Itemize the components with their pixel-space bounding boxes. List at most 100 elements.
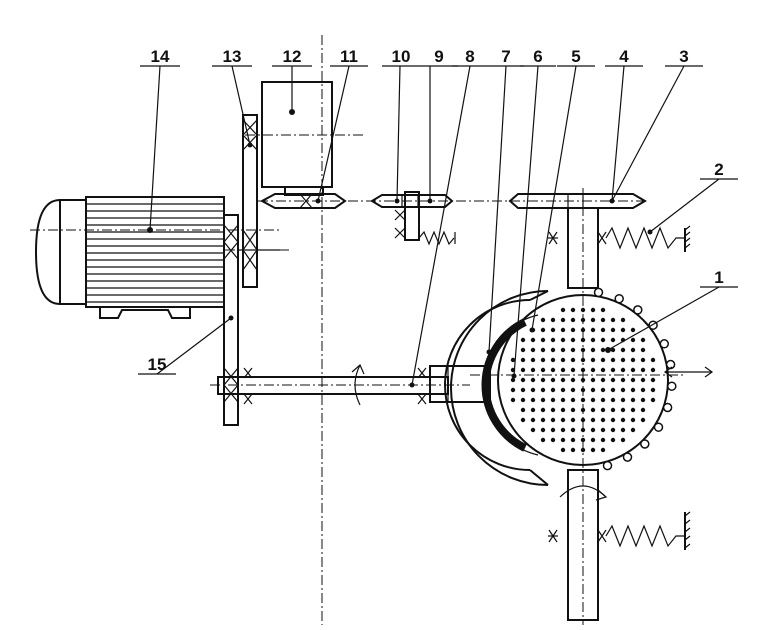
drum-hole (520, 417, 526, 423)
center-lines (30, 35, 685, 625)
drum-hole (610, 317, 616, 323)
drum-hole (610, 347, 616, 353)
drum-hole (590, 397, 596, 403)
drum-hole (640, 387, 646, 393)
drum-hole (540, 337, 546, 343)
drum-hole (580, 397, 586, 403)
label-13: 13 (223, 47, 242, 66)
drum-hole (590, 447, 596, 453)
drum-hole (560, 387, 566, 393)
drum-teeth (593, 287, 677, 471)
drum-hole (540, 317, 546, 323)
drum-hole (560, 337, 566, 343)
drum-hole (610, 417, 616, 423)
drum-hole (560, 317, 566, 323)
drum-hole (630, 357, 636, 363)
drum-hole (520, 377, 526, 383)
drum-hole (570, 397, 576, 403)
drum-hole (580, 437, 586, 443)
drum-tooth (662, 402, 673, 413)
label-2: 2 (714, 160, 723, 179)
drum-hole (590, 437, 596, 443)
drum-tooth (653, 422, 664, 432)
drum-hole (560, 367, 566, 373)
drum-hole (620, 407, 626, 413)
drum-hole (540, 367, 546, 373)
drum-hole (650, 357, 656, 363)
drum-hole (560, 377, 566, 383)
drum-hole (550, 327, 556, 333)
drum-hole (560, 397, 566, 403)
drum-hole (630, 387, 636, 393)
drum-hole (580, 347, 586, 353)
label-11: 11 (340, 47, 358, 66)
drum-hole (610, 327, 616, 333)
drum-hole (640, 347, 646, 353)
drum-hole (570, 327, 576, 333)
drum-hole (530, 357, 536, 363)
drum-hole (550, 367, 556, 373)
drum-hole (550, 407, 556, 413)
drum-hole (610, 407, 616, 413)
drum-hole (530, 417, 536, 423)
drum-hole (600, 427, 606, 433)
label-7: 7 (501, 47, 510, 66)
drum-hole (580, 447, 586, 453)
drum-hole (640, 367, 646, 373)
drum-hole (570, 317, 576, 323)
drum-hole (650, 367, 656, 373)
drum-hole (610, 387, 616, 393)
drum-hole (590, 347, 596, 353)
label-9: 9 (434, 47, 443, 66)
drum-hole (640, 357, 646, 363)
drum-hole (550, 377, 556, 383)
drum-hole (610, 427, 616, 433)
drum-hole (620, 417, 626, 423)
drum-hole (580, 387, 586, 393)
drum-hole (540, 397, 546, 403)
drum-hole (560, 327, 566, 333)
drum-hole (610, 337, 616, 343)
drum-hole (560, 347, 566, 353)
drum-tooth (593, 287, 604, 298)
label-1: 1 (714, 268, 723, 287)
drum-hole (570, 447, 576, 453)
label-15: 15 (148, 355, 167, 374)
drum-hole (600, 437, 606, 443)
drum-hole (620, 397, 626, 403)
drum-hole (580, 377, 586, 383)
drum-hole (600, 397, 606, 403)
drum-hole (520, 407, 526, 413)
drum-hole (520, 397, 526, 403)
drum-hole (570, 377, 576, 383)
drum-hole (620, 437, 626, 443)
drum-hole (580, 337, 586, 343)
label-6: 6 (533, 47, 542, 66)
drum-hole (530, 347, 536, 353)
drum-tooth (659, 339, 670, 349)
drum-hole (650, 377, 656, 383)
drum-hole (530, 337, 536, 343)
drum-hole (630, 377, 636, 383)
drum-hole (590, 387, 596, 393)
drum-hole (550, 337, 556, 343)
label-10: 10 (392, 47, 411, 66)
drum-hole (530, 377, 536, 383)
drum-hole (520, 347, 526, 353)
drum-hole (620, 387, 626, 393)
drum-hole (570, 357, 576, 363)
drum-hole (620, 347, 626, 353)
drum-hole (600, 357, 606, 363)
drum-hole (630, 417, 636, 423)
drum-hole (510, 377, 516, 383)
drum-hole (570, 437, 576, 443)
label-3: 3 (679, 47, 688, 66)
drum-hole (570, 307, 576, 313)
drum-hole (550, 387, 556, 393)
drum-hole (600, 387, 606, 393)
drum-hole (610, 397, 616, 403)
drum-hole (590, 367, 596, 373)
drum-hole (540, 357, 546, 363)
drum-hole (610, 357, 616, 363)
